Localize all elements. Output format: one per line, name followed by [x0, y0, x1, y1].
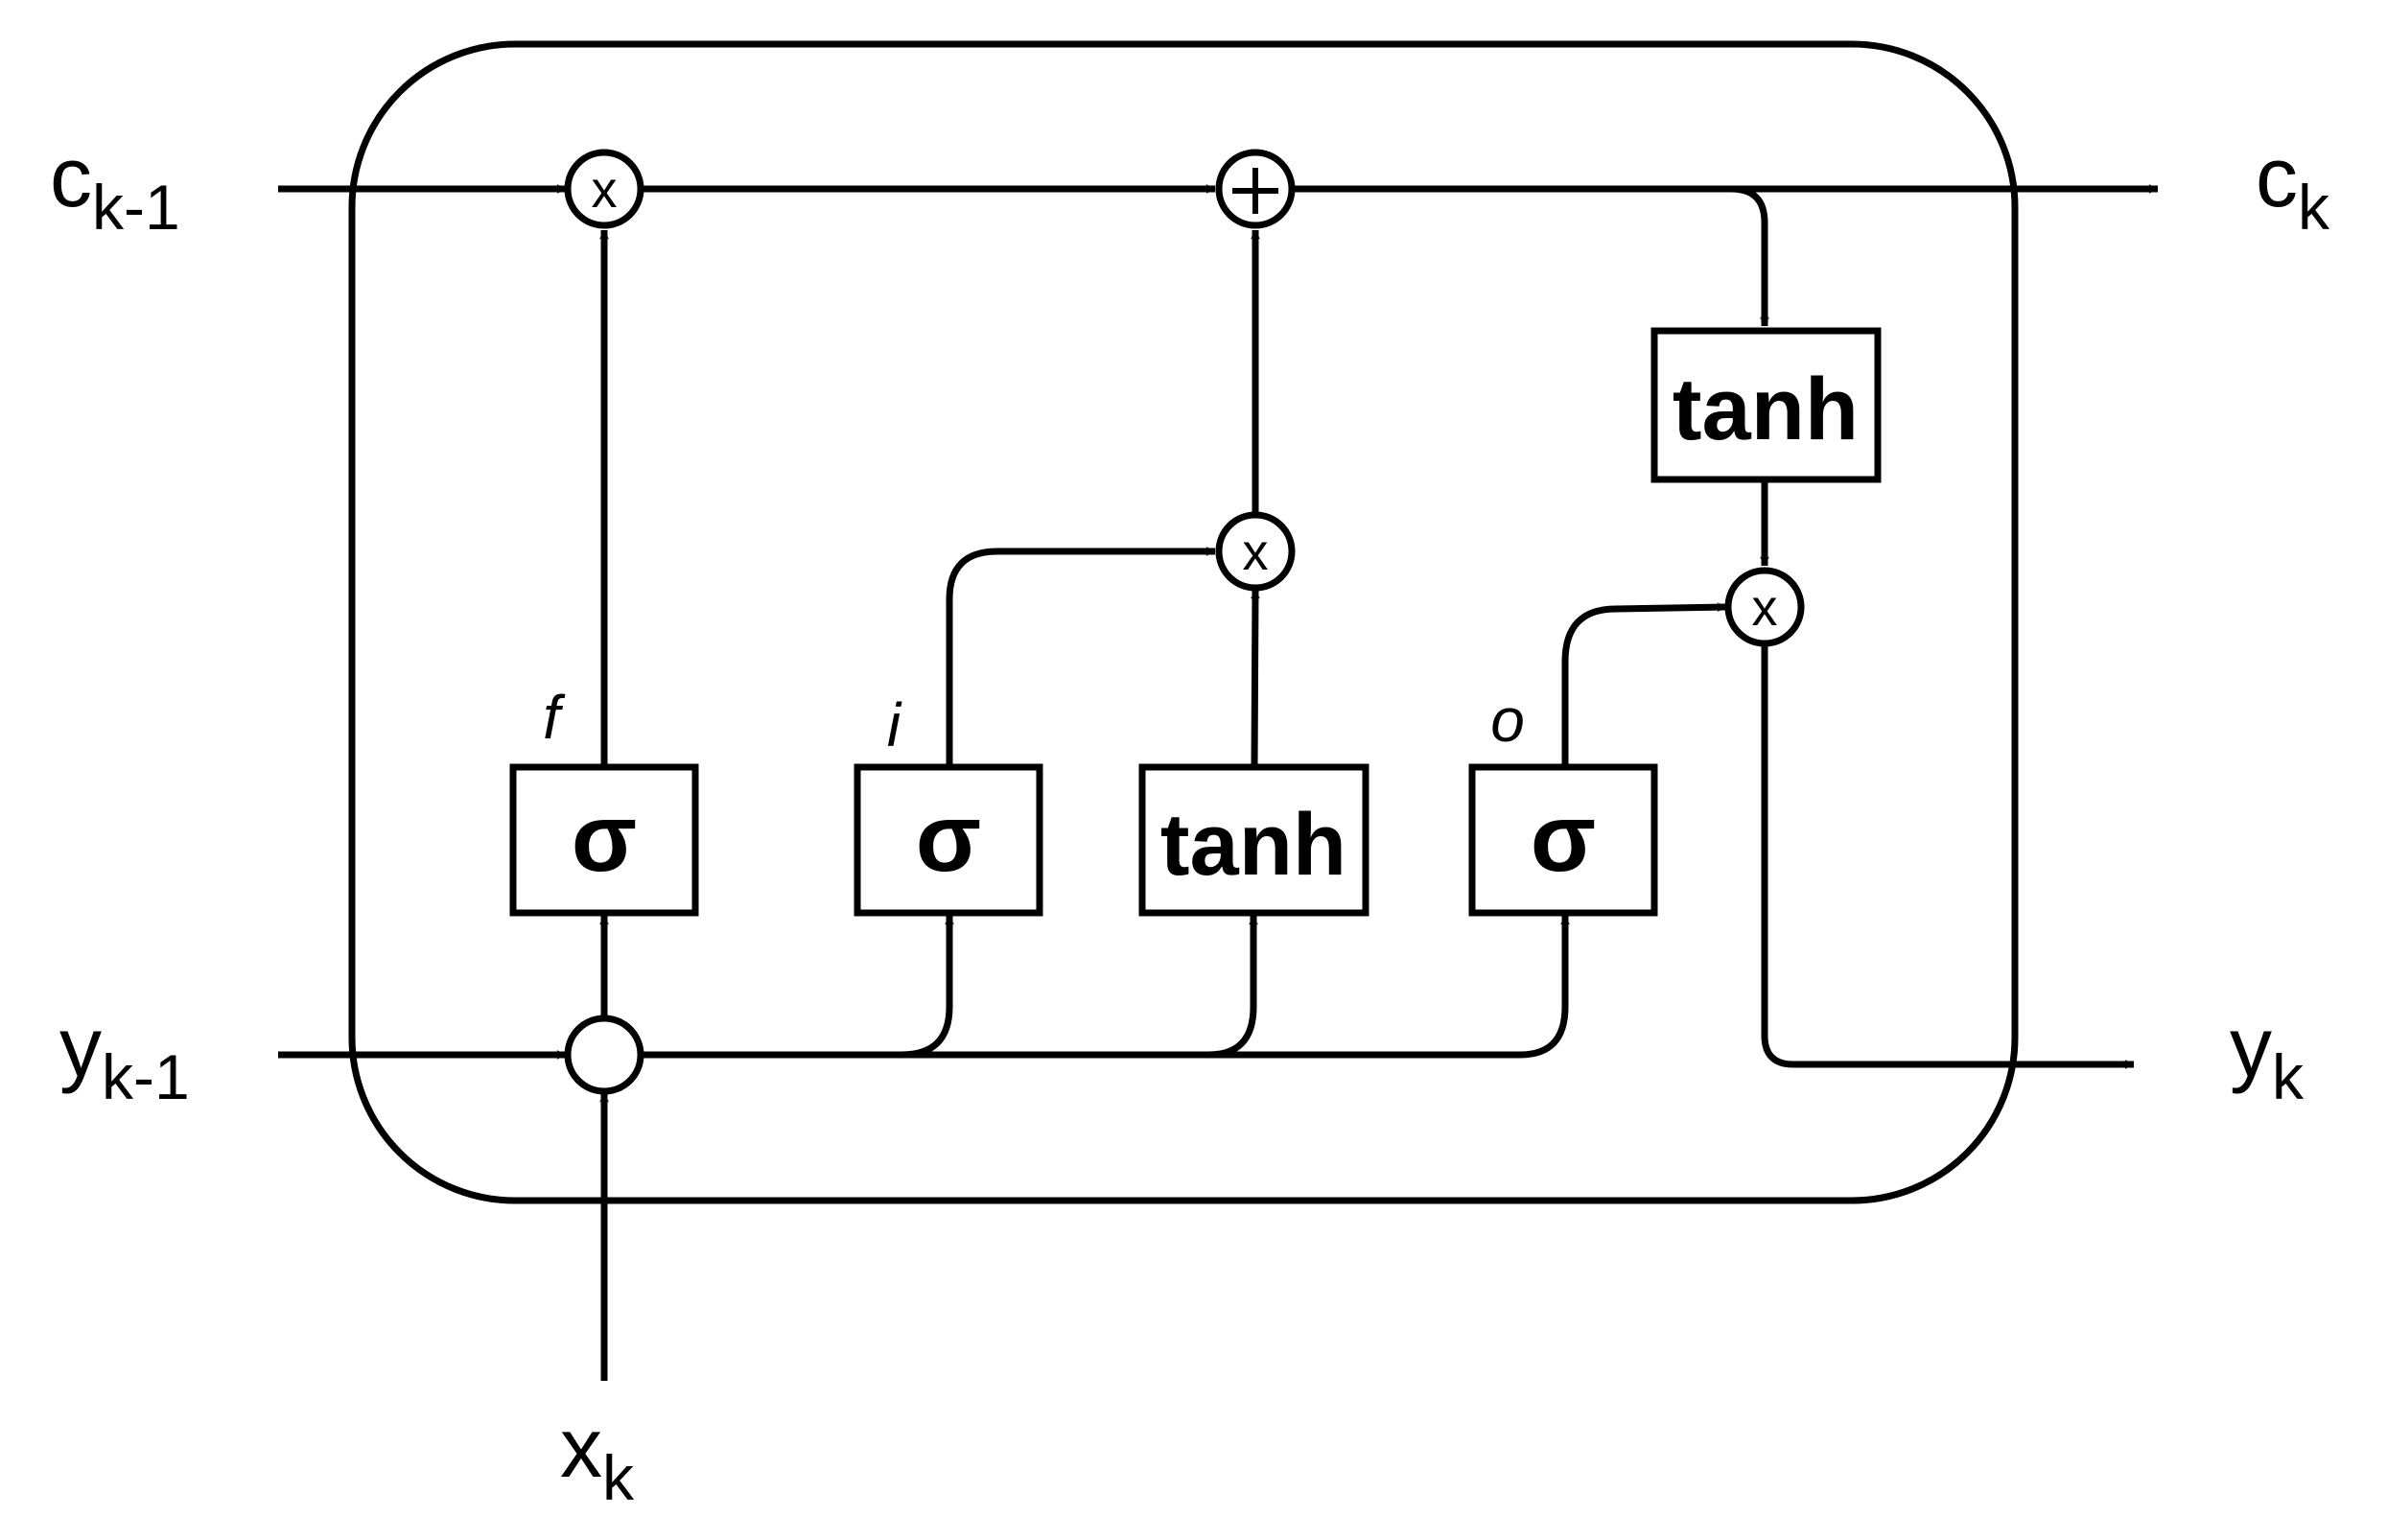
c-out-label: ck [2256, 129, 2330, 243]
arrow-concat-to-output-sigma [1208, 915, 1570, 1059]
forget-gate-box: σ [509, 763, 699, 917]
sigma-symbol: σ [916, 784, 981, 892]
candidate-tanh-box: tanh [1138, 763, 1369, 917]
y-prev-label: yk-1 [59, 999, 190, 1112]
input-gate-label: i [887, 690, 902, 759]
input-gate-box: σ [854, 763, 1043, 917]
sigma-symbol: σ [572, 784, 637, 892]
output-multiply-node: x [1724, 567, 1805, 647]
tanh-label: tanh [1160, 796, 1346, 894]
arrow-concat-to-candidate-tanh [901, 915, 1258, 1059]
arrow-output-mult-to-y-out [1761, 642, 2135, 1069]
x-input-label: xk [560, 1400, 635, 1513]
forget-multiply-node: x [564, 149, 644, 229]
arrow-candidate-to-mult [1250, 589, 1260, 768]
add-node [1215, 149, 1296, 229]
c-prev-label: ck-1 [50, 129, 180, 243]
y-out-label: yk [2230, 999, 2305, 1112]
arrow-concat-to-input-sigma [643, 915, 954, 1059]
tanh-label: tanh [1673, 361, 1859, 458]
multiply-symbol: x [1243, 524, 1269, 581]
concat-node [564, 1015, 644, 1095]
sigma-symbol: σ [1531, 784, 1596, 892]
arrow-input-sigma-to-mult [946, 547, 1216, 767]
arrow-output-sigma-to-mult [1561, 602, 1727, 767]
cell-frame [348, 40, 2019, 1204]
arrow-cell-to-tanh [1291, 185, 1769, 327]
output-gate-box: σ [1468, 763, 1658, 917]
multiply-symbol: x [1752, 579, 1778, 637]
input-multiply-node: x [1215, 511, 1296, 592]
cell-tanh-box: tanh [1650, 327, 1882, 483]
output-gate-label: o [1490, 686, 1525, 755]
multiply-symbol: x [592, 161, 618, 219]
forget-gate-label: f [543, 683, 566, 752]
